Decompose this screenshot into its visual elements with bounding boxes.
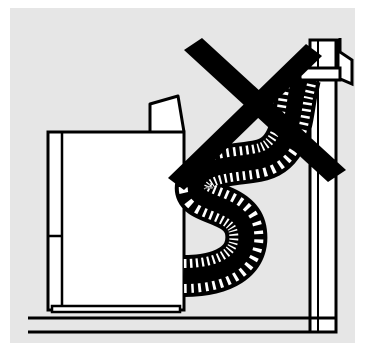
x-mark — [168, 38, 346, 190]
dryer-body — [46, 130, 186, 312]
dryer — [46, 94, 186, 314]
x-mark-stroke-2 — [168, 44, 322, 190]
dryer-console — [148, 94, 186, 134]
floor — [28, 316, 336, 334]
flex-duct — [175, 73, 321, 297]
